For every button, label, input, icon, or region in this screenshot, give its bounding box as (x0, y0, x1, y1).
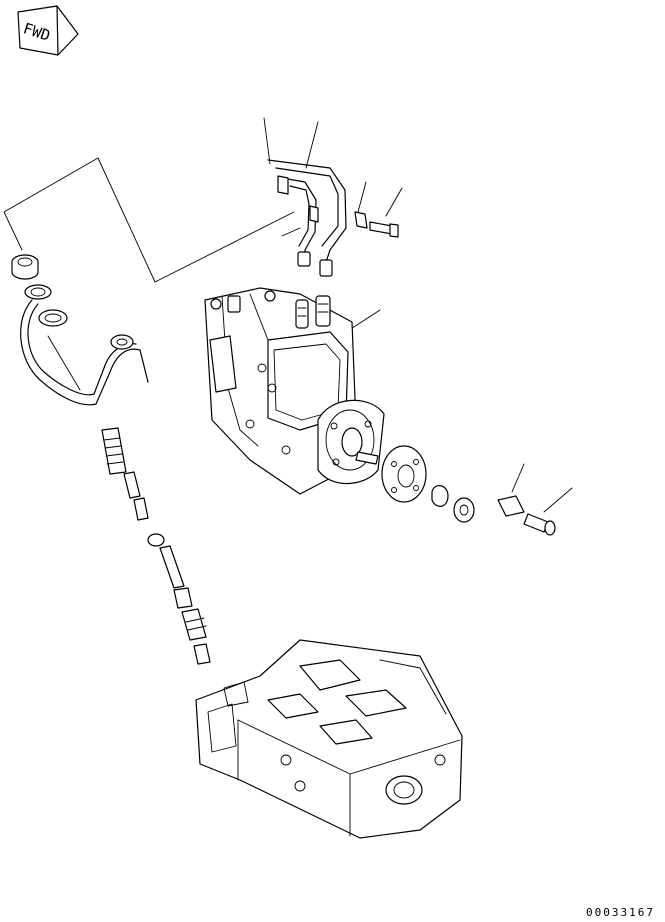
injection-pump (204, 287, 385, 495)
fwd-direction-badge: FWD (17, 5, 79, 56)
pipe-clamp (354, 211, 399, 238)
injection-pipe-assembly (267, 159, 347, 277)
cylinder-head (195, 639, 463, 839)
drawing-number: 00033167 (586, 906, 655, 919)
pipe-routing-line (3, 157, 295, 283)
fwd-label: FWD (21, 19, 52, 44)
nozzle-parts-upper (11, 254, 149, 406)
nozzle-holder-stack (101, 427, 211, 665)
leader-lines-top (263, 117, 573, 513)
pump-drive-parts (381, 445, 556, 536)
